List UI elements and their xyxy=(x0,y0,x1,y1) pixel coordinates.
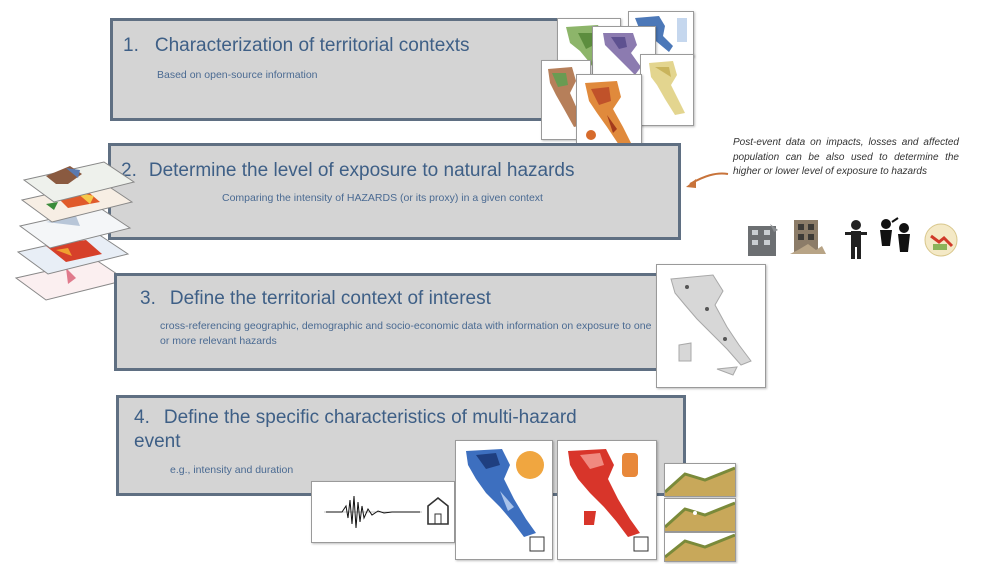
feedback-arrow xyxy=(686,172,729,188)
terrain-panel-2 xyxy=(664,498,736,532)
step-4-title-line2: event xyxy=(134,431,181,452)
step-2-title-text: Determine the level of exposure to natur… xyxy=(148,160,575,181)
step-4-title-line1: Define the specific characteristics of m… xyxy=(163,407,577,428)
step-4-title: 4. Define the specific characteristics of… xyxy=(134,406,577,454)
step-1-number: 1. xyxy=(123,35,139,56)
step-3-title-text: Define the territorial context of intere… xyxy=(169,288,491,309)
terrain-panel-3 xyxy=(664,532,736,562)
step-2-subtitle: Comparing the intensity of HAZARDS (or i… xyxy=(222,192,543,204)
step-2-title: 2.Determine the level of exposure to nat… xyxy=(121,160,575,182)
injured-person-icon xyxy=(845,220,867,259)
collapsed-building-icon xyxy=(790,220,826,254)
step-4-subtitle: e.g., intensity and duration xyxy=(170,464,294,476)
seismogram-thumbnail xyxy=(311,481,455,543)
map-layer-1 xyxy=(22,161,136,203)
map-thumbnail-blue-hazard xyxy=(455,440,553,560)
step-1-title: 1. Characterization of territorial contex… xyxy=(123,35,470,57)
step-3-box xyxy=(114,273,669,371)
terrain-panel-1 xyxy=(664,463,736,497)
step-3-title: 3. Define the territorial context of inte… xyxy=(140,288,491,310)
step-3-subtitle: cross-referencing geographic, demographi… xyxy=(160,320,652,347)
layered-hazard-maps xyxy=(14,161,136,301)
map-thumbnail-red-hazard xyxy=(557,440,657,560)
affected-people-icon xyxy=(880,217,910,252)
post-event-note: Post-event data on impacts, losses and a… xyxy=(733,137,959,177)
step-2-box xyxy=(108,143,681,240)
step-1-title-text: Characterization of territorial contexts xyxy=(154,35,470,56)
map-thumbnail-italy-grey xyxy=(656,264,766,388)
step-3-number: 3. xyxy=(140,288,156,309)
damaged-building-icon xyxy=(748,224,778,256)
economic-loss-icon xyxy=(924,223,958,257)
step-1-box xyxy=(110,18,605,121)
step-4-number: 4. xyxy=(134,407,150,428)
step-1-subtitle: Based on open-source information xyxy=(157,69,318,81)
map-thumbnail-beige xyxy=(640,54,694,126)
